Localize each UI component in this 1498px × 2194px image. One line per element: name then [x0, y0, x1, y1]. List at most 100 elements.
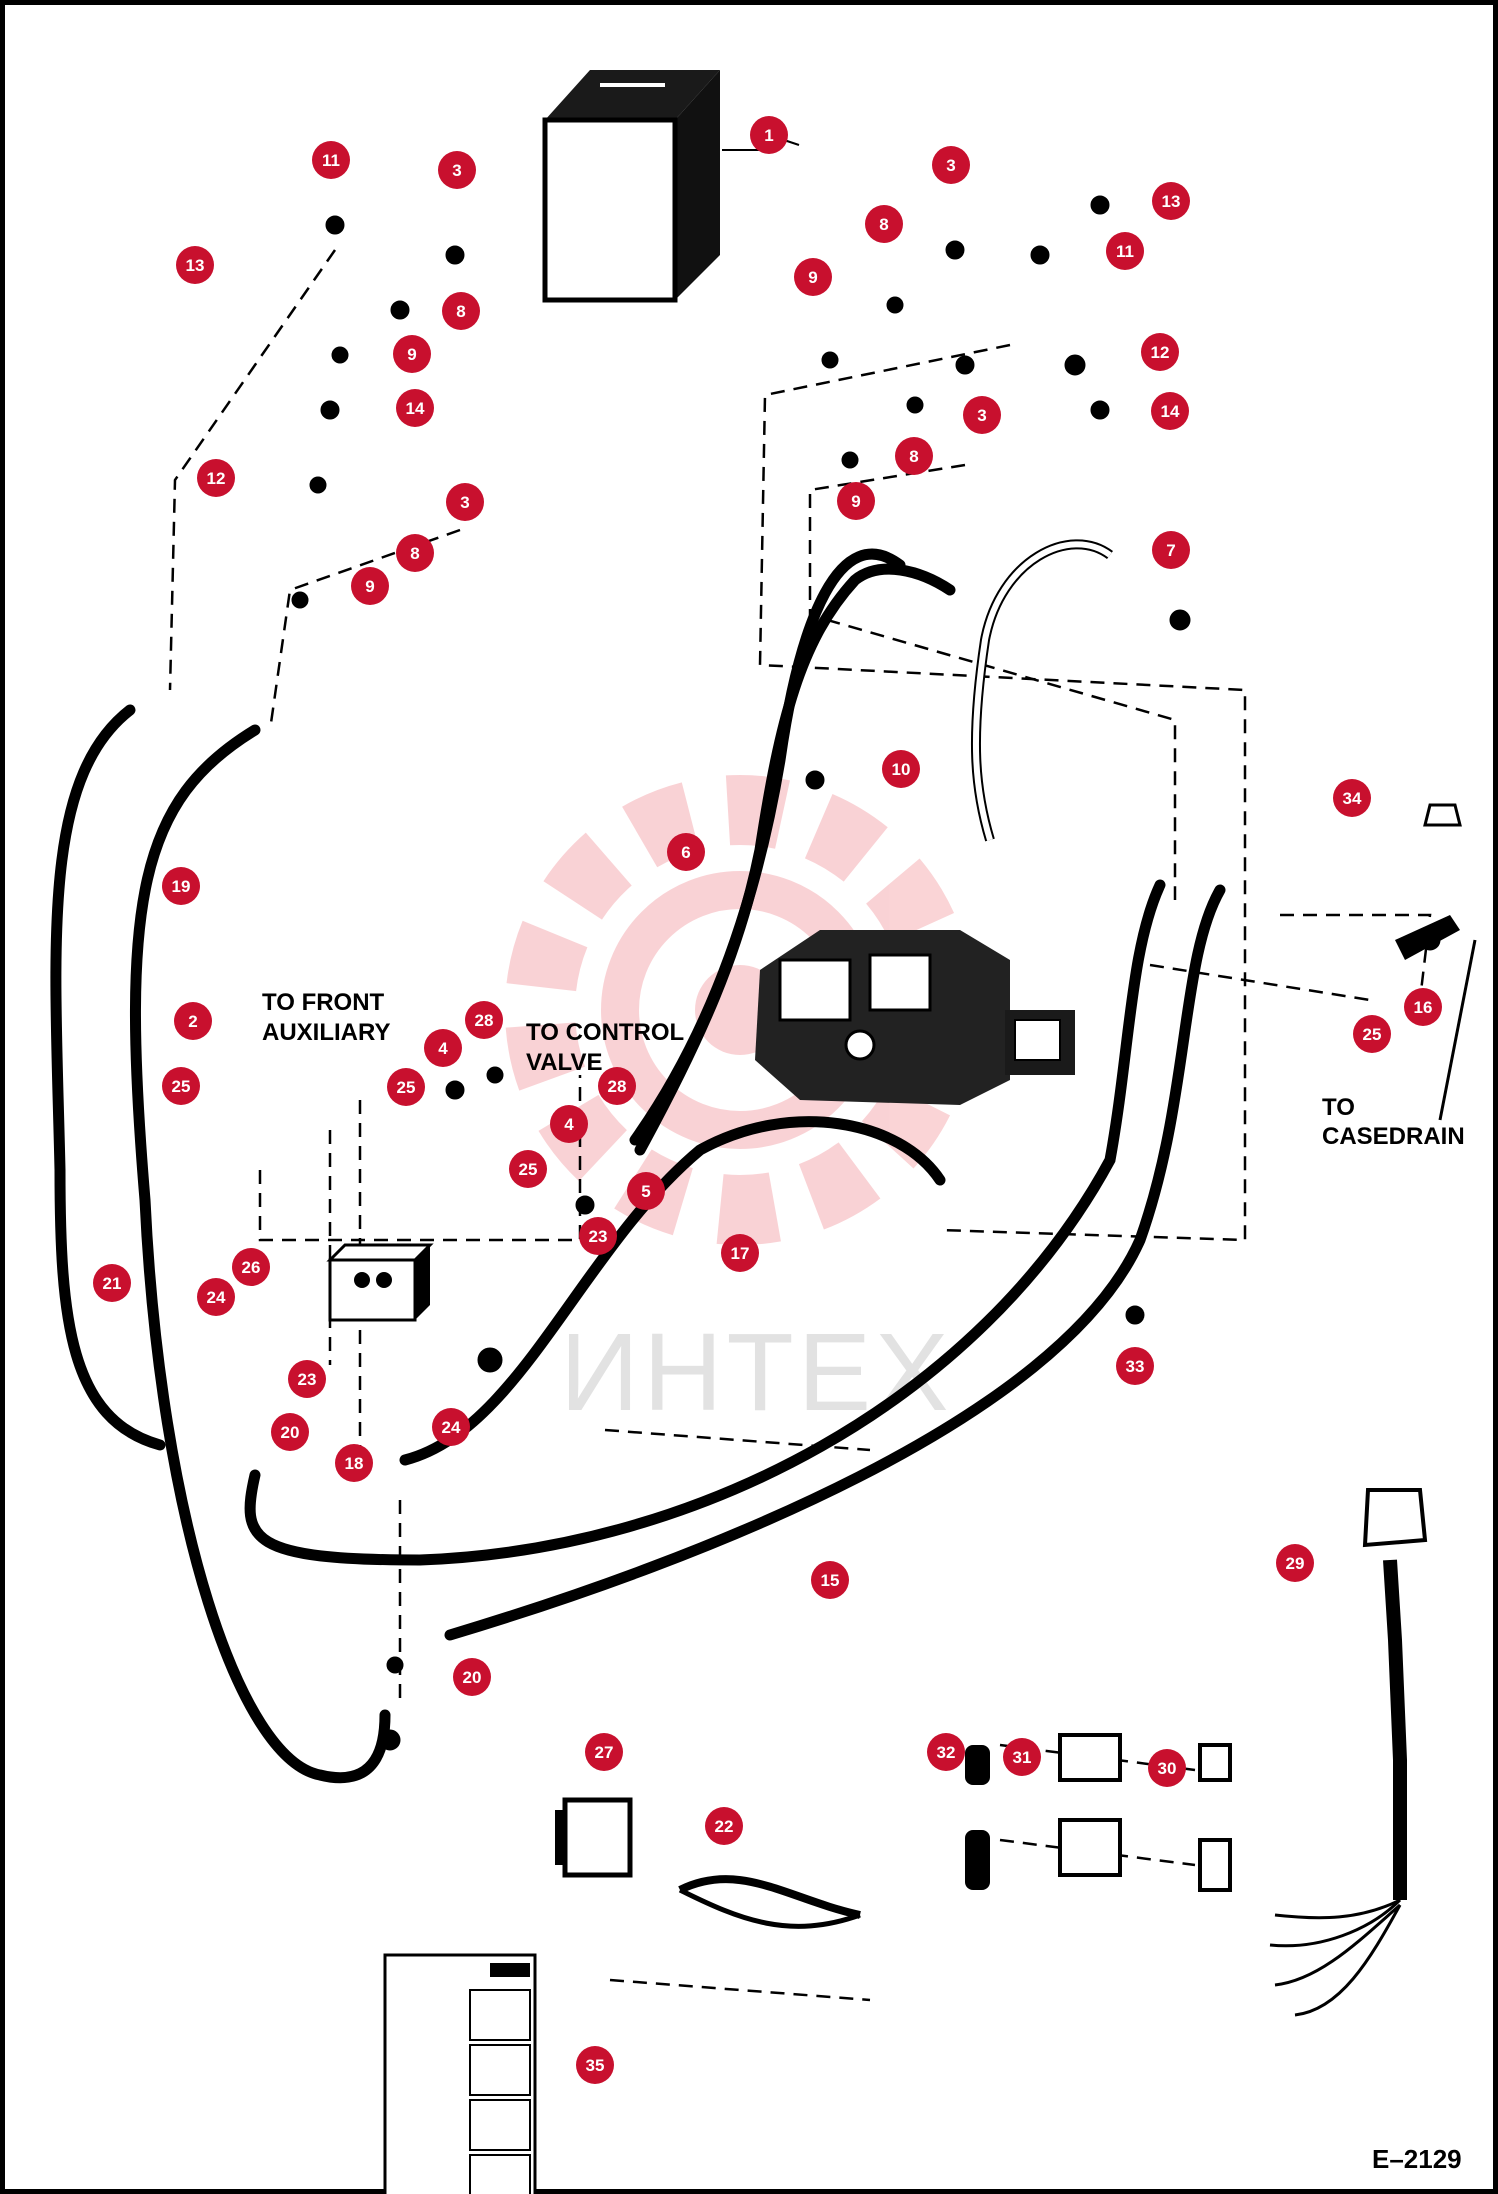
svg-text:1: 1: [764, 126, 773, 145]
callout: 3: [963, 396, 1001, 434]
svg-text:3: 3: [977, 406, 986, 425]
svg-text:25: 25: [397, 1078, 416, 1097]
hose-6-main: [634, 563, 956, 1156]
svg-text:3: 3: [946, 156, 955, 175]
hydraulic-hoses: [50, 548, 1226, 1783]
callout: 12: [197, 459, 235, 497]
callout: 12: [1141, 333, 1179, 371]
callout: 23: [579, 1217, 617, 1255]
callout: 9: [794, 258, 832, 296]
callout: 31: [1003, 1738, 1041, 1776]
svg-text:23: 23: [298, 1370, 317, 1389]
callout: 20: [271, 1413, 309, 1451]
callout: 27: [585, 1733, 623, 1771]
callout: 9: [393, 335, 431, 373]
svg-text:14: 14: [406, 399, 425, 418]
svg-text:21: 21: [103, 1274, 122, 1293]
svg-text:23: 23: [589, 1227, 608, 1246]
casedrain-hose: [970, 539, 1113, 842]
svg-text:20: 20: [463, 1668, 482, 1687]
svg-text:7: 7: [1166, 541, 1175, 560]
callout: 14: [396, 389, 434, 427]
svg-text:8: 8: [410, 544, 419, 563]
svg-text:11: 11: [1116, 242, 1134, 261]
svg-text:12: 12: [207, 469, 226, 488]
svg-text:11: 11: [322, 151, 340, 170]
wiring-harness: [1269, 1488, 1428, 2017]
callout: 15: [811, 1561, 849, 1599]
svg-text:5: 5: [641, 1182, 650, 1201]
callout: 28: [598, 1067, 636, 1105]
hose-19: [129, 724, 391, 1783]
svg-text:28: 28: [608, 1077, 627, 1096]
svg-text:25: 25: [1363, 1025, 1382, 1044]
label-control-valve-2: VALVE: [526, 1049, 602, 1076]
svg-text:13: 13: [1162, 192, 1181, 211]
callout: 9: [837, 482, 875, 520]
svg-text:32: 32: [937, 1743, 956, 1762]
svg-text:8: 8: [456, 302, 465, 321]
callout: 13: [1152, 182, 1190, 220]
svg-text:3: 3: [460, 493, 469, 512]
callout: 25: [162, 1067, 200, 1105]
callout: 30: [1148, 1749, 1186, 1787]
svg-text:3: 3: [452, 161, 461, 180]
callout: 2: [174, 1002, 212, 1040]
figure-code: E–2129: [1372, 2144, 1462, 2174]
callout: 23: [288, 1360, 326, 1398]
callout: 35: [576, 2046, 614, 2084]
callout: 10: [882, 750, 920, 788]
svg-text:24: 24: [207, 1288, 226, 1307]
svg-text:9: 9: [365, 577, 374, 596]
callout: 7: [1152, 531, 1190, 569]
callout-badges: 1 11 3 13 8 9 14 12 3 8 9 3 13 8 11 9 12…: [93, 116, 1442, 2084]
svg-text:13: 13: [186, 256, 205, 275]
svg-text:9: 9: [407, 345, 416, 364]
callout: 24: [197, 1278, 235, 1316]
label-control-valve-1: TO CONTROL: [526, 1019, 684, 1046]
svg-text:14: 14: [1161, 402, 1180, 421]
svg-text:4: 4: [438, 1039, 448, 1058]
callout: 11: [1106, 232, 1144, 270]
svg-text:28: 28: [475, 1011, 494, 1030]
hose-6-upper: [790, 569, 940, 760]
callout: 20: [453, 1658, 491, 1696]
callout: 3: [438, 151, 476, 189]
hose-15b: [444, 884, 1226, 1641]
svg-text:35: 35: [586, 2056, 605, 2075]
svg-text:10: 10: [892, 760, 911, 779]
svg-text:27: 27: [595, 1743, 614, 1762]
hose-17: [399, 1116, 946, 1466]
callout: 25: [387, 1068, 425, 1106]
svg-text:20: 20: [281, 1423, 300, 1442]
callout: 19: [162, 867, 200, 905]
svg-text:16: 16: [1414, 998, 1433, 1017]
callout: 4: [550, 1105, 588, 1143]
callout: 29: [1276, 1544, 1314, 1582]
watermark-text: ИНТЕХ: [560, 1311, 952, 1434]
hydraulic-pump-assembly: [755, 930, 1075, 1105]
svg-text:9: 9: [808, 268, 817, 287]
svg-text:2: 2: [188, 1012, 197, 1031]
hose-15a: [244, 879, 1166, 1566]
callout: 24: [432, 1408, 470, 1446]
callout: 5: [627, 1172, 665, 1210]
callout: 8: [865, 205, 903, 243]
svg-text:24: 24: [442, 1418, 461, 1437]
label-front-aux-2: AUXILIARY: [262, 1019, 390, 1046]
callout: 8: [442, 292, 480, 330]
casedrain-fitting: [1395, 803, 1477, 1121]
svg-text:34: 34: [1343, 789, 1362, 808]
callout: 13: [176, 246, 214, 284]
svg-text:33: 33: [1126, 1357, 1145, 1376]
svg-text:22: 22: [715, 1817, 734, 1836]
label-casedrain-1: TO: [1322, 1094, 1355, 1121]
controller-module: [555, 1797, 861, 1929]
manifold-block: [326, 1243, 434, 1322]
svg-text:25: 25: [519, 1160, 538, 1179]
callout: 32: [927, 1733, 965, 1771]
callout: 1: [750, 116, 800, 154]
battery: [542, 70, 760, 303]
callout: 8: [396, 534, 434, 572]
